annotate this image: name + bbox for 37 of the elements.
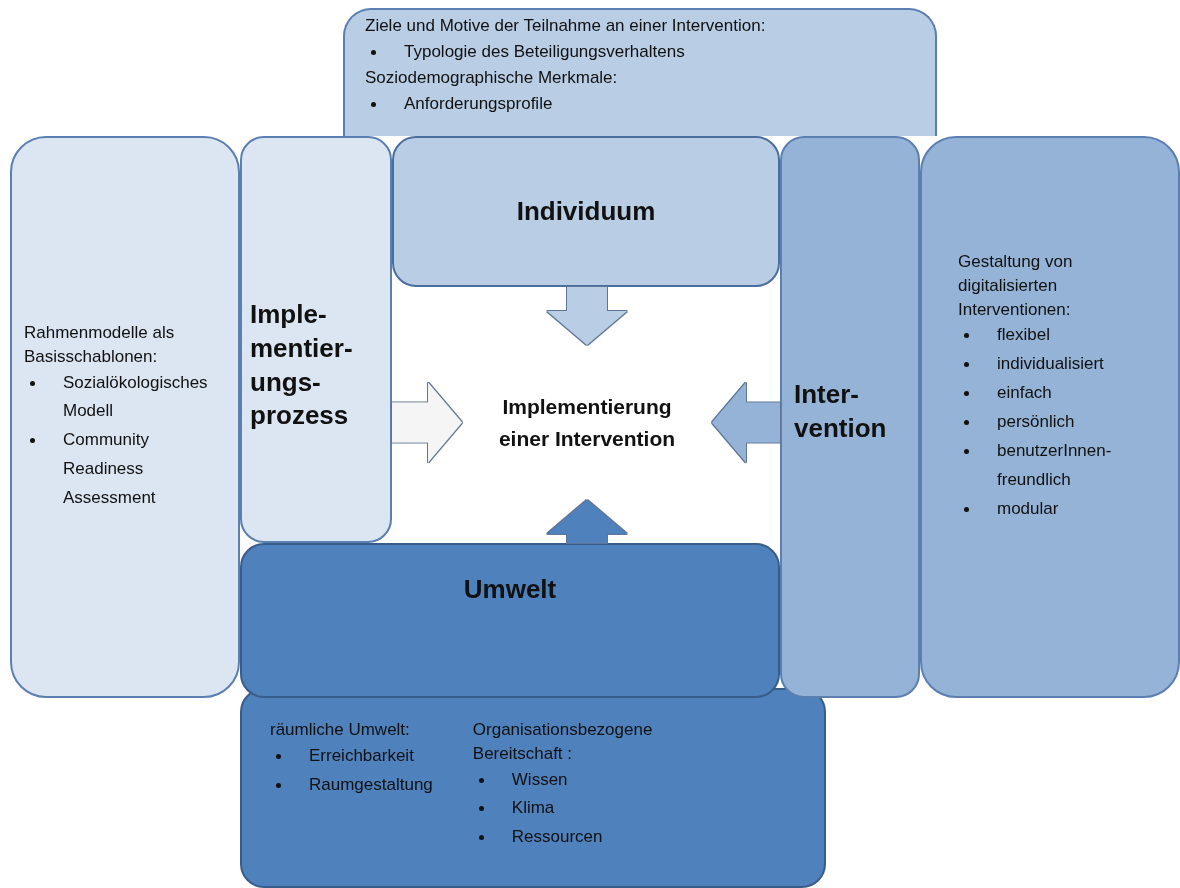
bullet-item: Klima — [511, 797, 555, 820]
info-panel — [240, 688, 826, 888]
side-panel — [10, 136, 240, 698]
box-title: Inter-vention — [794, 378, 888, 445]
heading-text: Organisationsbezogene Bereitschaft : — [472, 719, 654, 765]
heading-text: Rahmenmodelle als Basisschablonen: — [24, 321, 176, 368]
info-panel — [343, 8, 937, 136]
bullet-item: Community Readiness Assessment — [63, 429, 157, 510]
bullet-item: individualisiert — [997, 353, 1104, 376]
block-arrow — [547, 287, 627, 345]
bullet-item: Anforderungsprofile — [404, 92, 553, 115]
center-label-text: Implementierung einer Intervention — [497, 394, 677, 452]
title-box — [240, 543, 780, 698]
bullet-item: modular — [997, 497, 1059, 520]
bullet-item: Raumgestaltung — [309, 773, 433, 796]
bullet-item: Erreichbarkeit — [309, 744, 414, 767]
title-box — [392, 136, 780, 287]
block-arrow — [547, 500, 627, 543]
block-arrow — [712, 382, 780, 463]
column-box — [240, 136, 392, 543]
bullet-item: persönlich — [997, 411, 1075, 434]
bullet-item: Typologie des Beteiligungsverhaltens — [404, 40, 685, 63]
column-box — [780, 136, 920, 698]
bullet-item: Ressourcen — [511, 826, 603, 849]
heading-text: räumliche Umwelt: — [270, 719, 411, 741]
bullet-item: Sozialökologisches Modell — [63, 371, 209, 423]
box-title: Individuum — [516, 194, 656, 228]
box-title: Imple-mentier-ungs-prozess — [250, 298, 354, 433]
block-arrow — [392, 382, 462, 463]
bullet-item: flexibel — [997, 324, 1050, 347]
heading-text: Gestaltung von digitalisierten Interventionen: — [958, 251, 1074, 321]
side-panel — [920, 136, 1180, 698]
heading-text: Ziele und Motive der Teilnahme an einer Intervention: — [365, 15, 767, 37]
heading-text: Soziodemographische Merkmale: — [365, 66, 619, 89]
bullet-item: einfach — [997, 382, 1052, 405]
bullet-item: Wissen — [511, 768, 568, 791]
box-title: Umwelt — [463, 573, 557, 606]
